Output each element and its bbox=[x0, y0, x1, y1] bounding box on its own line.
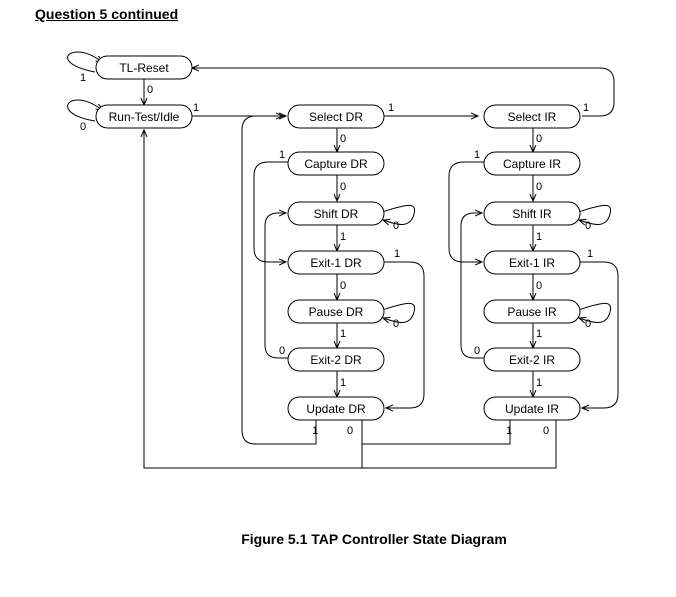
label-shiftdr-self: 0 bbox=[393, 220, 399, 232]
state-capture-ir: Capture IR bbox=[483, 151, 581, 176]
label-captureir-exit1ir: 1 bbox=[474, 149, 480, 161]
edge-tlreset-self bbox=[67, 51, 103, 73]
label-exit2dr-shiftdr: 0 bbox=[279, 345, 285, 357]
label-updatedr-one: 1 bbox=[312, 425, 318, 437]
svg-text:Exit-1 IR: Exit-1 IR bbox=[509, 256, 555, 270]
edge-updatedr-selectdr bbox=[241, 116, 317, 445]
svg-text:Update DR: Update DR bbox=[306, 402, 366, 416]
label-exit1dr-updatedr: 1 bbox=[394, 248, 400, 260]
svg-text:Exit-2 IR: Exit-2 IR bbox=[509, 353, 555, 367]
svg-text:Run-Test/Idle: Run-Test/Idle bbox=[109, 110, 180, 124]
edge-selectir-tlreset bbox=[192, 68, 615, 117]
label-updateir-one: 1 bbox=[506, 425, 512, 437]
edge-updateir-selectdr bbox=[362, 420, 511, 445]
label-shiftdr-exit1dr: 1 bbox=[340, 231, 346, 243]
state-pause-ir: Pause IR bbox=[483, 299, 581, 324]
label-exit1ir-pauseir: 0 bbox=[536, 280, 542, 292]
label-exit2dr-updatedr: 1 bbox=[340, 377, 346, 389]
state-shift-ir: Shift IR bbox=[483, 201, 581, 226]
svg-text:Select IR: Select IR bbox=[508, 110, 557, 124]
edge-pausedr-self bbox=[382, 303, 416, 322]
svg-text:TL-Reset: TL-Reset bbox=[119, 61, 169, 75]
label-pausedr-self: 0 bbox=[393, 318, 399, 330]
svg-text:Exit-2 DR: Exit-2 DR bbox=[310, 353, 362, 367]
state-exit1-ir: Exit-1 IR bbox=[483, 250, 581, 275]
label-tlreset-self: 1 bbox=[80, 72, 86, 84]
edge-exit1dr-updatedr bbox=[383, 261, 425, 408]
label-pauseir-self: 0 bbox=[585, 318, 591, 330]
state-run-test-idle: Run-Test/Idle bbox=[95, 104, 193, 129]
figure-caption: Figure 5.1 TAP Controller State Diagram bbox=[241, 531, 507, 547]
label-capturedr-shiftdr: 0 bbox=[340, 181, 346, 193]
label-updatedr-zero: 0 bbox=[347, 425, 353, 437]
state-tl-reset: TL-Reset bbox=[95, 55, 193, 80]
svg-text:Shift DR: Shift DR bbox=[314, 207, 359, 221]
svg-text:Capture DR: Capture DR bbox=[304, 157, 368, 171]
label-runtest-selectdr: 1 bbox=[193, 102, 199, 114]
state-exit2-ir: Exit-2 IR bbox=[483, 347, 581, 372]
label-tlreset-runtest: 0 bbox=[147, 84, 153, 96]
label-shiftir-self: 0 bbox=[585, 220, 591, 232]
label-captureir-shiftir: 0 bbox=[536, 181, 542, 193]
label-pauseir-exit2ir: 1 bbox=[536, 328, 542, 340]
label-selectir-tlreset: 1 bbox=[583, 102, 589, 114]
svg-text:Shift IR: Shift IR bbox=[512, 207, 552, 221]
label-capturedr-exit1dr: 1 bbox=[279, 149, 285, 161]
state-pause-dr: Pause DR bbox=[287, 299, 385, 324]
svg-text:Pause IR: Pause IR bbox=[507, 305, 557, 319]
svg-text:Exit-1 DR: Exit-1 DR bbox=[310, 256, 362, 270]
edge-updateir-runtest bbox=[362, 420, 557, 469]
edge-shiftdr-self bbox=[382, 205, 416, 224]
edge-exit2ir-shiftir bbox=[460, 213, 484, 359]
edge-captureir-exit1ir bbox=[448, 161, 484, 262]
label-exit1dr-pausedr: 0 bbox=[340, 280, 346, 292]
state-shift-dr: Shift DR bbox=[287, 201, 385, 226]
edge-runtest-self bbox=[67, 99, 103, 122]
state-exit2-dr: Exit-2 DR bbox=[287, 347, 385, 372]
state-capture-dr: Capture DR bbox=[287, 151, 385, 176]
label-updateir-zero: 0 bbox=[543, 425, 549, 437]
svg-text:Select DR: Select DR bbox=[309, 110, 363, 124]
page-heading: Question 5 continued bbox=[35, 6, 179, 22]
label-exit2ir-updateir: 1 bbox=[536, 377, 542, 389]
label-runtest-self: 0 bbox=[80, 121, 86, 133]
label-exit2ir-shiftir: 0 bbox=[474, 345, 480, 357]
label-exit1ir-updateir: 1 bbox=[587, 248, 593, 260]
state-select-ir: Select IR bbox=[483, 104, 581, 129]
state-exit1-dr: Exit-1 DR bbox=[287, 250, 385, 275]
edge-exit2dr-shiftdr bbox=[264, 213, 288, 359]
state-update-ir: Update IR bbox=[483, 396, 581, 421]
label-selectir-captureir: 0 bbox=[536, 133, 542, 145]
label-shiftir-exit1ir: 1 bbox=[536, 231, 542, 243]
state-update-dr: Update DR bbox=[287, 396, 385, 421]
label-selectdr-capturedr: 0 bbox=[340, 133, 346, 145]
label-selectdr-selectir: 1 bbox=[388, 102, 394, 114]
svg-text:Update IR: Update IR bbox=[505, 402, 559, 416]
svg-text:Capture IR: Capture IR bbox=[503, 157, 561, 171]
edge-capturedr-exit1dr bbox=[253, 161, 288, 262]
label-pausedr-exit2dr: 1 bbox=[340, 328, 346, 340]
edge-shiftir-self bbox=[578, 205, 612, 224]
edge-pauseir-self bbox=[578, 303, 612, 322]
edge-exit1ir-updateir bbox=[580, 261, 619, 408]
state-select-dr: Select DR bbox=[287, 104, 385, 129]
svg-text:Pause DR: Pause DR bbox=[309, 305, 364, 319]
